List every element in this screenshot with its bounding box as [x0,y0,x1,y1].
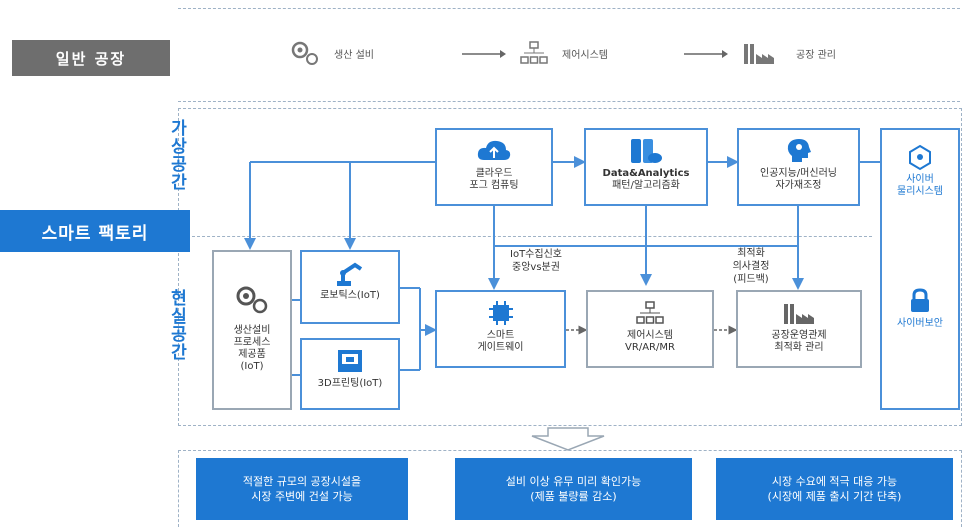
space-divider [192,236,872,237]
smart-factory-label: 스마트 팩토리 [0,210,190,252]
printing-node: 3D프린팅(IoT) [300,338,400,410]
real-space-label: 현실공간 [171,289,187,363]
gears-icon [291,41,318,65]
robot-arm-icon [337,262,363,286]
brain-icon [787,139,811,162]
cloud-icon [477,140,511,160]
database-icon [631,139,662,163]
smart-factory-panel [178,108,962,426]
factory-icon [744,44,774,64]
general-step-management: 공장 관리 [742,40,836,66]
general-factory-label: 일반 공장 [12,40,170,76]
network-icon [636,301,664,324]
robotics-node-label: 로보틱스(IoT) [320,290,380,301]
arrow-icon [462,50,506,58]
general-step-label: 공장 관리 [796,49,836,61]
cyber-security-label: 사이버보안 [897,318,943,329]
general-step-label: 제어시스템 [562,49,608,61]
factory-icon [784,304,814,324]
network-icon [520,41,548,64]
lock-icon [911,288,929,312]
gears-icon [236,286,268,314]
results-panel [178,450,962,527]
robotics-node: 로보틱스(IoT) [300,250,400,324]
printing-node-label: 3D프린팅(IoT) [317,378,383,389]
result-box-3: 시장 수요에 적극 대응 가능(시장에 제품 출시 기간 단축) [716,458,953,520]
result-box-2: 설비 이상 유무 미리 확인가능(제품 불량률 감소) [455,458,692,520]
cube-network-icon [909,144,931,171]
general-step-production: 생산 설비 [290,40,374,66]
arrow-icon [684,50,728,58]
chip-icon [488,301,513,325]
general-step-control: 제어시스템 [520,40,608,66]
virtual-space-label: 가상공간 [171,119,187,193]
printer-3d-icon [338,350,362,372]
general-factory-panel [178,8,960,102]
general-step-label: 생산 설비 [334,49,374,61]
